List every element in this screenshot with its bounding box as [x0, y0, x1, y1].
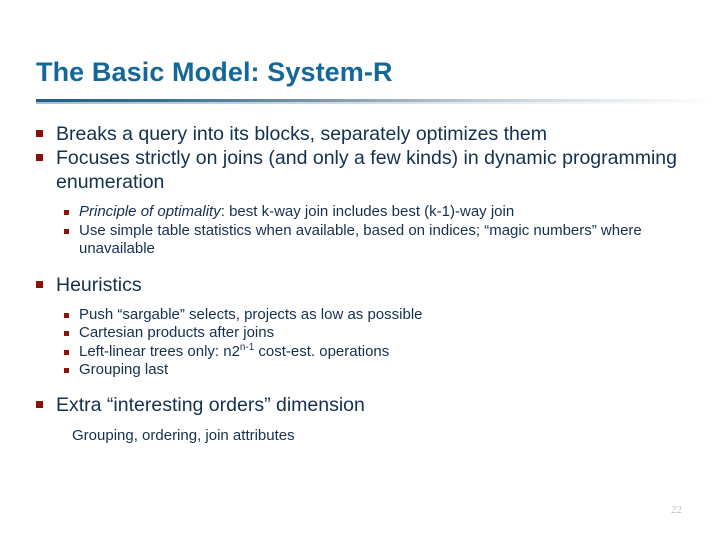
bullet-text: Heuristics — [56, 273, 142, 296]
sub-bullet-item-table-statistics: Use simple table statistics when availab… — [64, 222, 706, 259]
spacer — [34, 259, 706, 273]
square-bullet-icon — [36, 280, 43, 288]
square-bullet-icon — [64, 368, 69, 373]
spacer — [34, 417, 706, 426]
spacer — [34, 380, 706, 393]
sub-bullet-item-principle-of-optimality: Principle of optimality: best k-way join… — [64, 203, 706, 222]
title-block: The Basic Model: System-R — [36, 57, 696, 88]
formula-suffix: cost-est. operations — [254, 342, 390, 360]
sub-bullet-item-cartesian-products: Cartesian products after joins — [64, 324, 706, 343]
bullet-item-focuses-joins: Focuses strictly on joins (and only a fe… — [34, 146, 706, 194]
sub-bullet-text-rest: : best k-way join includes best (k-1)-wa… — [220, 203, 515, 220]
page-number: 22 — [671, 504, 682, 516]
formula-prefix: Left-linear trees only: n2 — [79, 342, 240, 360]
square-bullet-icon — [64, 331, 69, 336]
bullet-item-heuristics: Heuristics — [34, 273, 706, 297]
sub-bullet-text: Left-linear trees only: n2n-1 cost-est. … — [79, 341, 706, 362]
square-bullet-icon — [64, 210, 69, 215]
sub-bullet-text: Principle of optimality: best k-way join… — [79, 203, 706, 222]
sub-bullet-item-grouping-ordering-attributes: Grouping, ordering, join attributes — [72, 426, 295, 444]
square-bullet-icon — [64, 312, 69, 318]
sub-bullet-emphasis: Principle of optimality — [79, 203, 221, 220]
bullet-item-interesting-orders: Extra “interesting orders” dimension — [34, 393, 706, 417]
sub-bullet-text: Grouping last — [79, 361, 169, 378]
bullet-item-breaks-query: Breaks a query into its blocks, separate… — [34, 122, 706, 146]
sub-bullet-group-dynamic-programming: Principle of optimality: best k-way join… — [64, 203, 706, 259]
bullet-text: Focuses strictly on joins (and only a fe… — [56, 147, 678, 193]
square-bullet-icon — [64, 228, 69, 234]
sub-bullet-group-interesting-orders: Grouping, ordering, join attributes — [72, 426, 706, 445]
slide-body: Breaks a query into its blocks, separate… — [34, 122, 706, 445]
square-bullet-icon — [36, 130, 43, 137]
sub-bullet-text: Use simple table statistics when availab… — [79, 221, 642, 258]
bullet-text: Breaks a query into its blocks, separate… — [56, 123, 547, 145]
sub-bullet-group-heuristics: Push “sargable” selects, projects as low… — [64, 306, 706, 380]
sub-bullet-item-left-linear-trees: Left-linear trees only: n2n-1 cost-est. … — [64, 341, 706, 362]
spacer — [34, 297, 706, 306]
square-bullet-icon — [36, 154, 43, 161]
formula-exponent: n-1 — [239, 341, 255, 353]
bullet-text: Extra “interesting orders” dimension — [56, 393, 365, 416]
sub-bullet-text: Cartesian products after joins — [79, 324, 275, 341]
sub-bullet-text: Push “sargable” selects, projects as low… — [79, 305, 423, 323]
sub-bullet-item-grouping-last: Grouping last — [64, 361, 706, 380]
square-bullet-icon — [36, 400, 43, 408]
title-divider-rule — [36, 99, 720, 104]
square-bullet-icon — [64, 349, 69, 355]
sub-bullet-item-push-sargable: Push “sargable” selects, projects as low… — [64, 306, 706, 325]
spacer — [34, 194, 706, 203]
page-title: The Basic Model: System-R — [36, 57, 393, 87]
